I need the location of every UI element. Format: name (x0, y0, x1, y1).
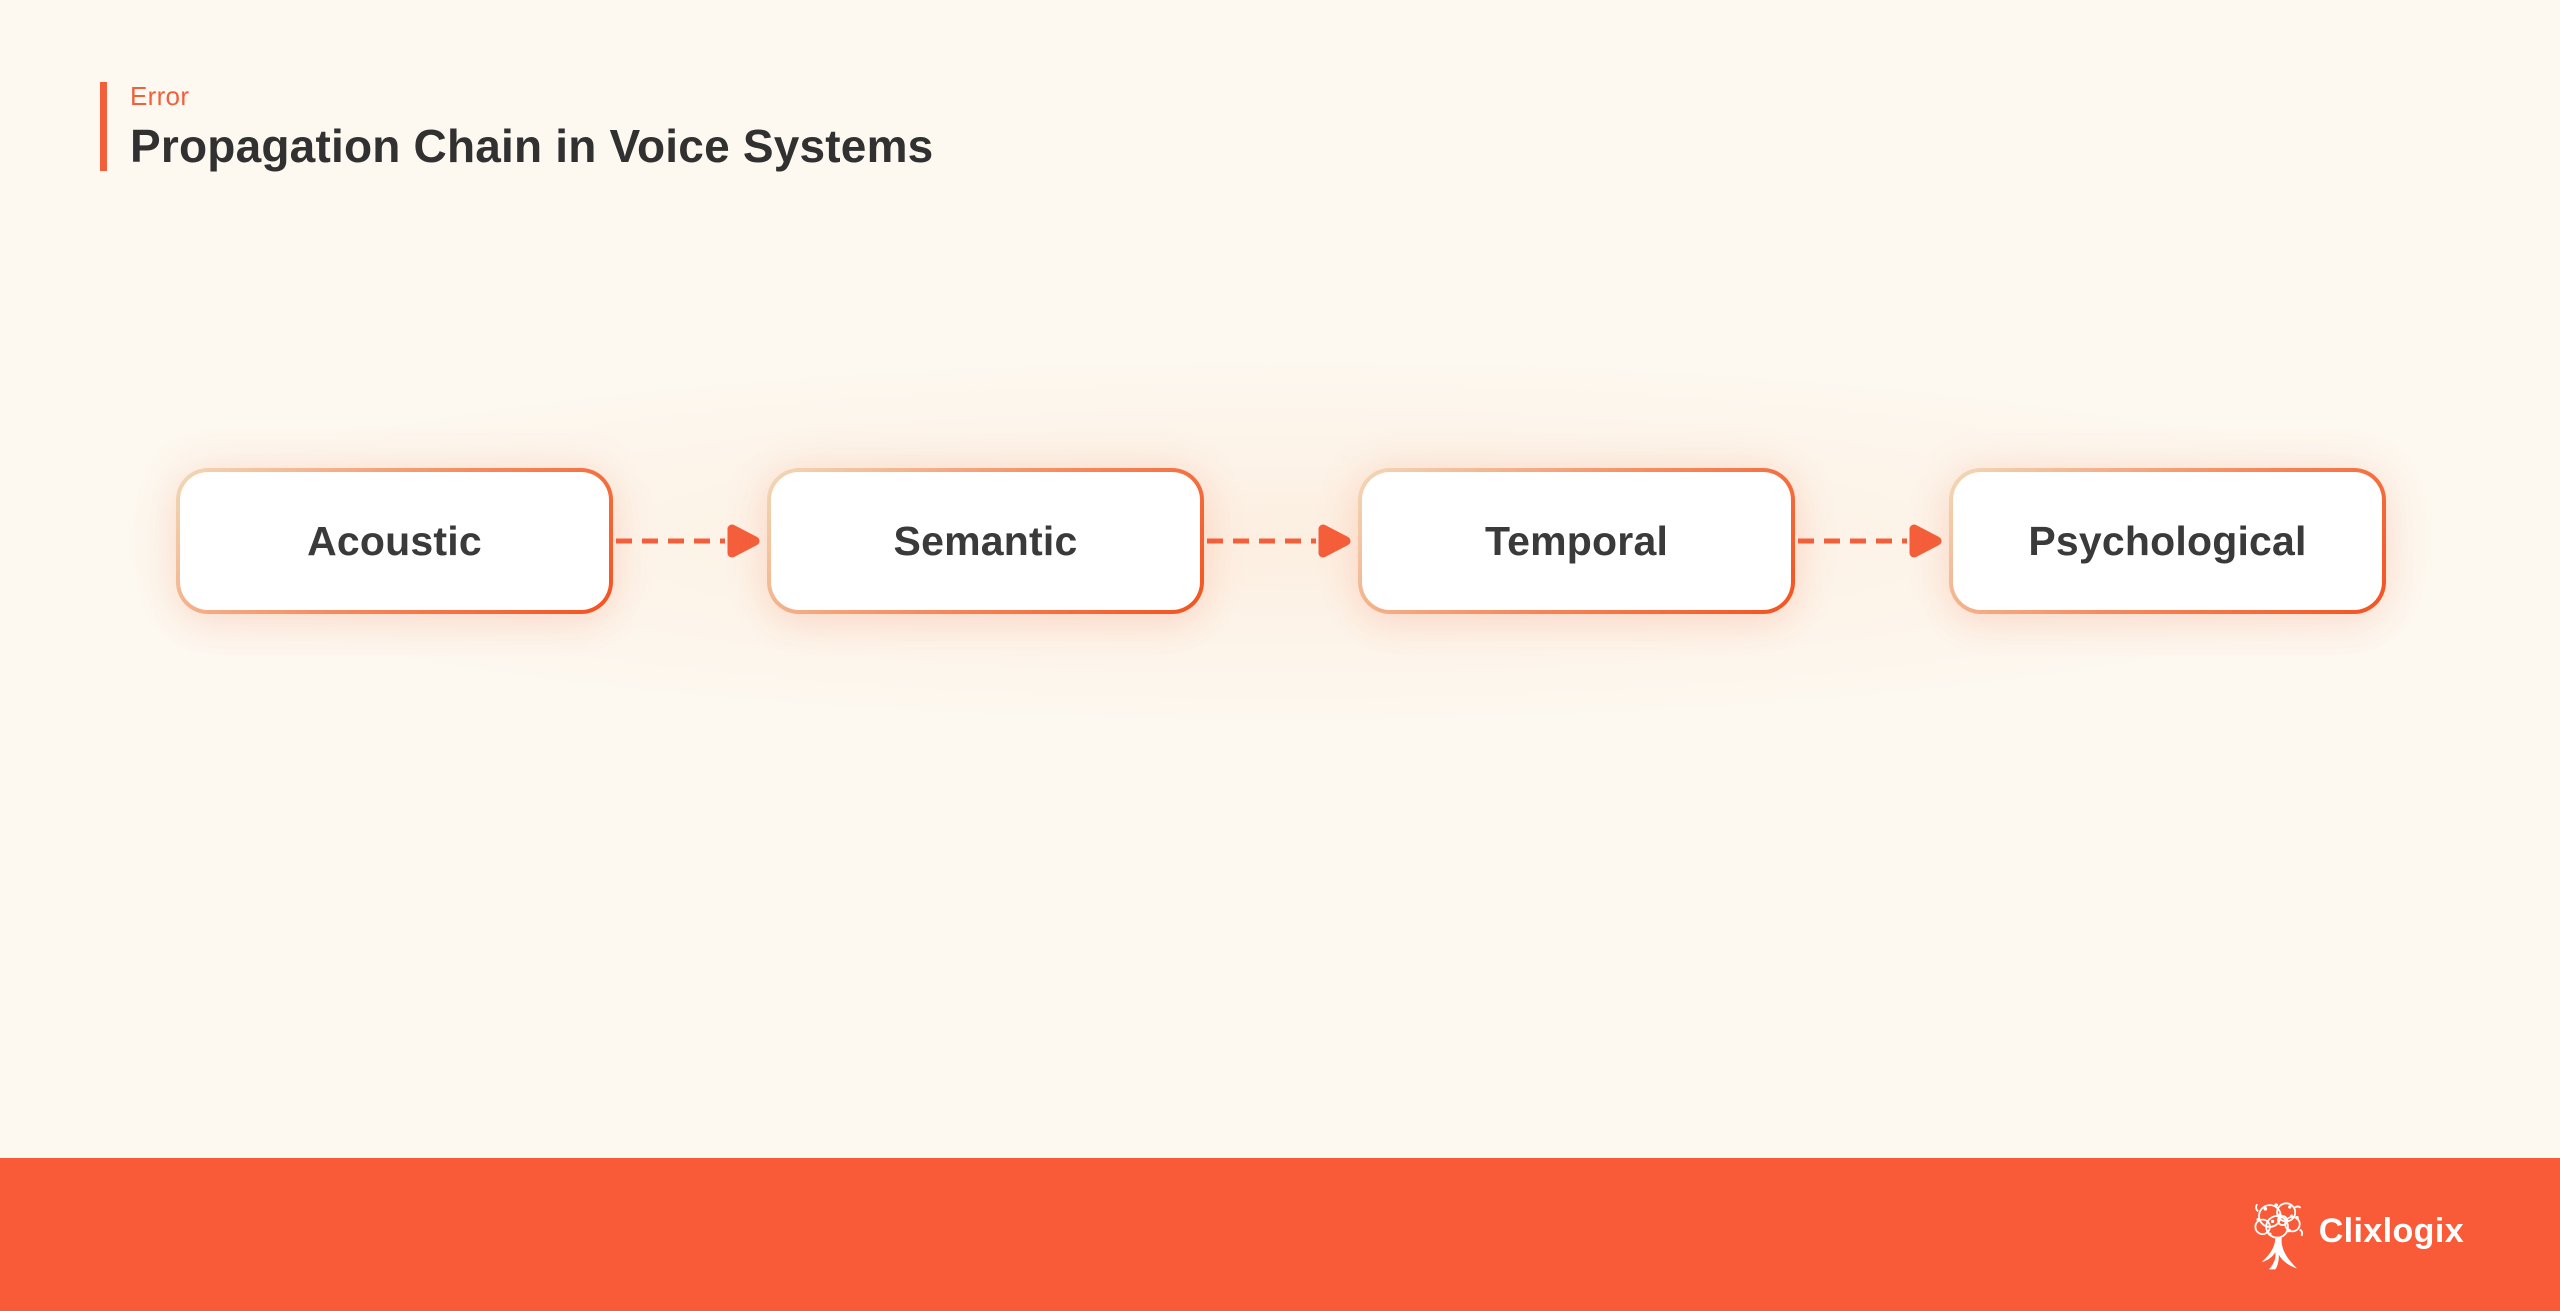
brand-lockup: Clixlogix (2249, 1197, 2464, 1273)
stage-label: Semantic (893, 517, 1078, 564)
stage-box-surface: Psychological (1953, 472, 2382, 610)
stage-box-surface: Acoustic (180, 472, 609, 610)
tree-brain-icon (2254, 1201, 2303, 1269)
stage-box-acoustic: Acoustic (176, 468, 613, 614)
stage-label: Acoustic (307, 517, 482, 564)
stage-box-surface: Semantic (771, 472, 1200, 610)
stage-label: Psychological (2028, 517, 2307, 564)
stage-label: Temporal (1484, 517, 1669, 564)
stage-box-psychological: Psychological (1949, 468, 2386, 614)
header: Error Propagation Chain in Voice Systems (100, 81, 934, 172)
page-title: Propagation Chain in Voice Systems (130, 119, 934, 172)
eyebrow-label: Error (130, 81, 190, 111)
error-propagation-chain: Acoustic Semantic Temporal Psychological (96, 358, 2466, 724)
footer-bar: Clixlogix (0, 1158, 2560, 1311)
brand-name: Clixlogix (2318, 1212, 2464, 1250)
stage-box-temporal: Temporal (1358, 468, 1795, 614)
stage-box-surface: Temporal (1362, 472, 1791, 610)
arrow-right-icon (616, 524, 760, 558)
stage-box-semantic: Semantic (767, 468, 1204, 614)
arrow-right-icon (1798, 524, 1942, 558)
arrow-right-icon (1207, 524, 1351, 558)
